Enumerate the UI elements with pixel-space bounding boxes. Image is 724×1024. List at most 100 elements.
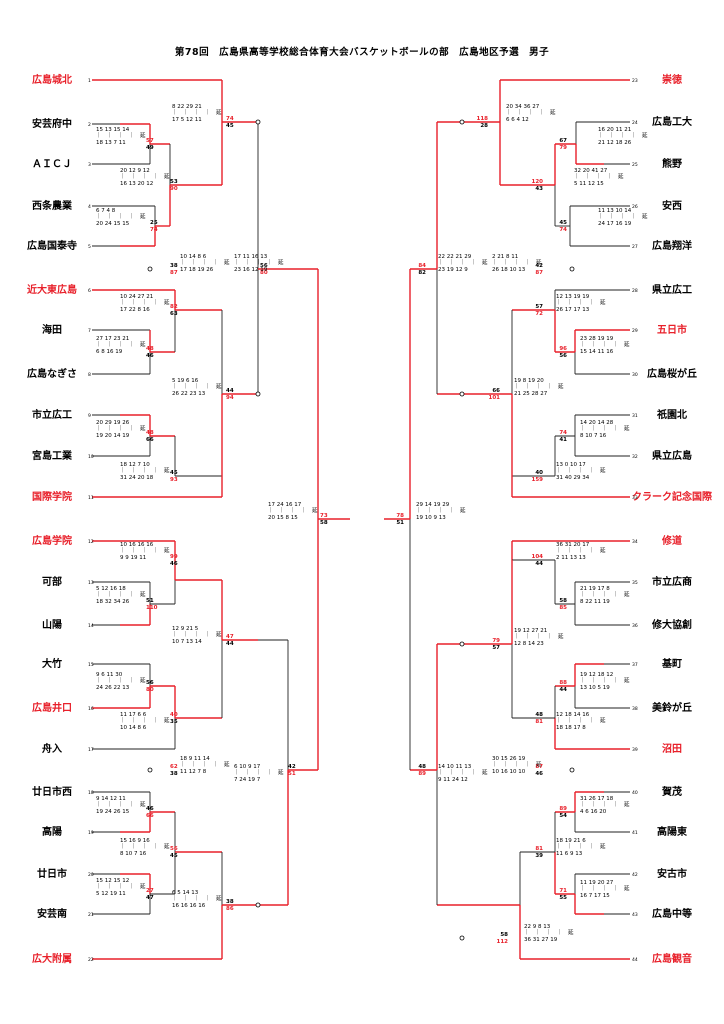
quarter-scores-bottom: 31 24 20 18 [120,475,154,481]
team-seed: 30 [632,372,638,378]
team-name-right: 安西 [662,199,682,212]
quarter-scores-bottom: 17 18 19 26 [180,267,214,273]
quarter-scores-bottom: 21 12 18 26 [598,140,632,146]
team-seed: 29 [632,328,638,334]
game-score-bottom: 45 [170,853,178,859]
game-score-bottom: 87 [170,270,178,276]
quarter-separator: ｜ ｜ ｜ ｜ 延 [96,212,146,220]
team-seed: 39 [632,747,638,753]
quarter-separator: ｜ ｜ ｜ ｜ 延 [180,258,230,266]
round-marker [569,767,575,773]
game-score-bottom: 56 [559,353,567,359]
team-seed: 38 [632,706,638,712]
game-score-top: 99 [170,554,178,560]
team-name-left: 安芸府中 [32,117,72,130]
quarter-scores-top: 11 19 20 27 [580,880,614,886]
quarter-scores-top: 11 13 10 14 [598,208,632,214]
game-score-top: 38 [170,263,178,269]
team-name-left: 近大東広島 [27,283,77,296]
quarter-scores-top: 36 31 20 17 [556,542,590,548]
game-score-bottom: 44 [559,687,567,693]
game-score-top: 48 [146,430,154,436]
quarter-scores-top: 10 16 16 16 [120,542,154,548]
team-seed: 23 [632,78,638,84]
quarter-scores-top: 6 5 14 13 [172,890,199,896]
team-name-right: 広島翔洋 [652,239,692,252]
team-name-right: 県立広島 [652,449,692,462]
team-name-right: 祇園北 [656,408,687,421]
team-seed: 11 [88,495,94,501]
quarter-scores-bottom: 13 10 5 19 [580,685,610,691]
game-score-bottom: 80 [146,687,154,693]
quarter-scores-top: 15 12 15 12 [96,878,129,884]
game-score-top: 81 [535,846,543,852]
team-seed: 34 [632,539,638,545]
quarter-separator: ｜ ｜ ｜ ｜ 延 [438,258,488,266]
game-score-top: 56 [170,846,178,852]
quarter-scores-top: 20 12 9 12 [120,168,150,174]
game-score-top: 87 [535,764,543,770]
round-marker [459,391,465,397]
team-seed: 43 [632,912,638,918]
team-name-right: クラーク記念国際 [632,490,712,503]
game-score-top: 38 [226,899,234,905]
round-marker [459,935,465,941]
team-name-right: 賀茂 [661,785,682,798]
quarter-separator: ｜ ｜ ｜ ｜ 延 [234,258,284,266]
team-seed: 22 [88,957,94,963]
quarter-scores-top: 19 12 18 12 [580,672,613,678]
game-score-top: 57 [146,138,154,144]
quarter-scores-bottom: 20 15 8 15 [268,515,298,521]
round-marker [255,902,261,908]
round-marker [569,266,575,272]
game-score-top: 58 [559,598,567,604]
quarter-separator: ｜ ｜ ｜ ｜ 延 [556,842,606,850]
team-name-left: 廿日市 [37,867,67,880]
team-seed: 20 [88,872,94,878]
quarter-separator: ｜ ｜ ｜ ｜ 延 [598,212,648,220]
quarter-scores-bottom: 15 14 11 16 [580,349,614,355]
game-score-bottom: 63 [170,311,178,317]
quarter-separator: ｜ ｜ ｜ ｜ 延 [514,632,564,640]
quarter-separator: ｜ ｜ ｜ ｜ 延 [556,716,606,724]
quarter-scores-bottom: 16 13 20 12 [120,181,153,187]
team-name-right: 広島中等 [652,907,692,920]
team-seed: 14 [88,623,94,629]
team-name-right: 市立広商 [652,575,692,588]
game-score-top: 84 [418,263,426,269]
game-score-top: 27 [146,888,154,894]
team-seed: 1 [88,78,91,84]
team-name-right: 熊野 [662,157,682,170]
team-name-left: 広大附属 [32,952,72,965]
game-score-top: 56 [260,263,268,269]
quarter-scores-bottom: 8 10 7 16 [120,851,147,857]
quarter-scores-top: 12 13 19 19 [556,294,590,300]
quarter-scores-bottom: 16 7 17 15 [580,893,610,899]
team-seed: 17 [88,747,94,753]
quarter-separator: ｜ ｜ ｜ ｜ 延 [96,424,146,432]
quarter-scores-top: 18 12 7 10 [120,462,150,468]
quarter-scores-top: 20 29 19 26 [96,420,130,426]
quarter-scores-bottom: 36 31 27 19 [524,937,558,943]
game-score-bottom: 46 [146,353,154,359]
quarter-separator: ｜ ｜ ｜ ｜ 延 [172,630,222,638]
quarter-scores-top: 8 22 29 21 [172,104,202,110]
game-score-top: 88 [559,680,567,686]
round-marker [255,119,261,125]
game-score-bottom: 101 [489,395,501,401]
game-score-top: 45 [559,220,567,226]
team-name-left: 高陽 [42,825,62,838]
round-marker [255,391,261,397]
quarter-separator: ｜ ｜ ｜ ｜ 延 [506,108,556,116]
game-score-top: 73 [320,513,328,519]
quarter-separator: ｜ ｜ ｜ ｜ 延 [580,340,630,348]
quarter-separator: ｜ ｜ ｜ ｜ 延 [574,172,624,180]
game-score-bottom: 55 [559,895,567,901]
quarter-scores-bottom: 10 7 13 14 [172,639,202,645]
game-score-bottom: 79 [559,145,567,151]
quarter-scores-top: 13 0 10 17 [556,462,586,468]
team-seed: 33 [632,495,638,501]
game-score-bottom: 72 [535,311,543,317]
quarter-scores-bottom: 10 14 8 6 [120,725,147,731]
